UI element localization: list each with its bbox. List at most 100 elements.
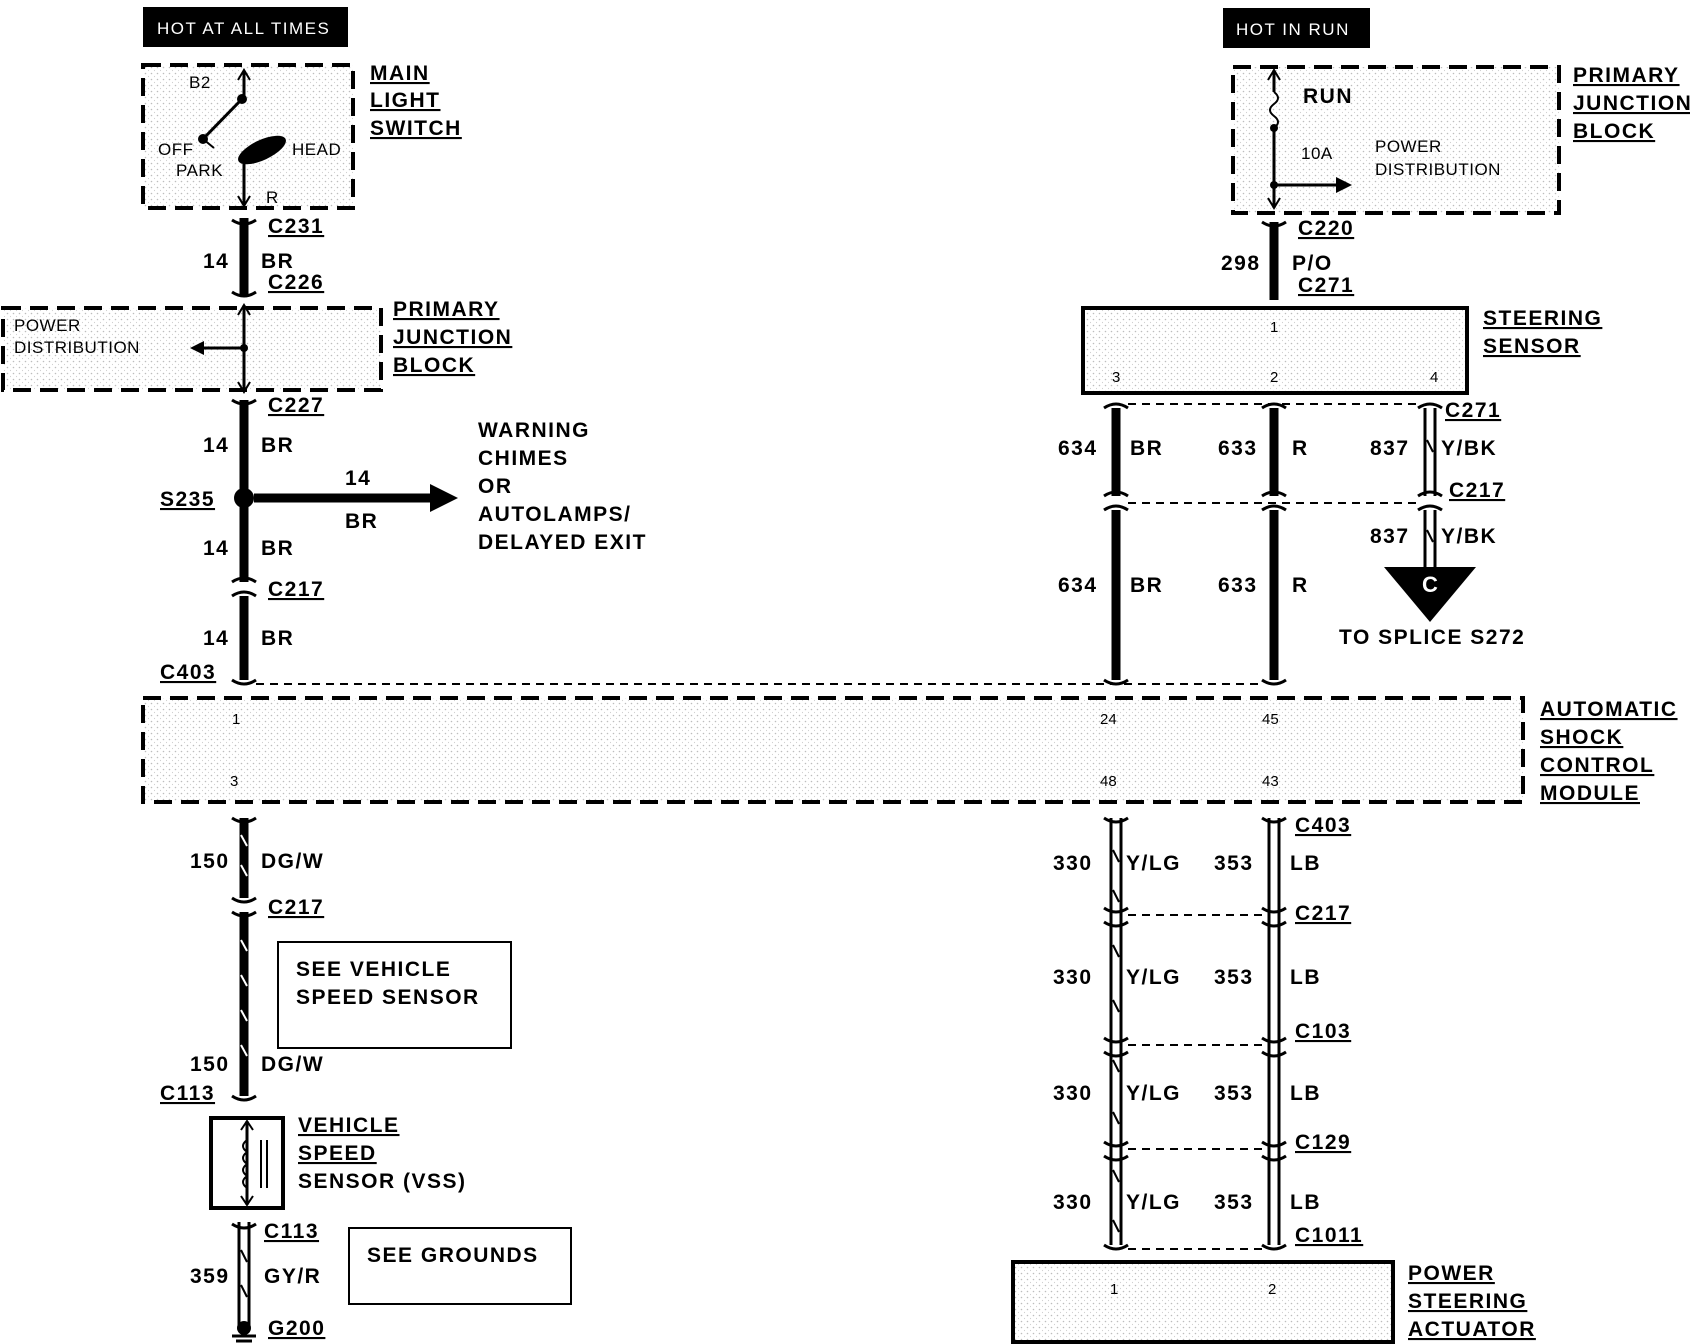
svg-text:POWER: POWER — [1408, 1262, 1495, 1285]
connector-c217-lower: C217 — [1295, 902, 1351, 925]
connector-c113b-mark — [231, 1222, 257, 1230]
connector-c231-mark — [231, 218, 257, 226]
svg-text:2: 2 — [1270, 369, 1278, 386]
connector-c103: C103 — [1295, 1020, 1351, 1043]
wire-330: 330 — [1053, 1082, 1093, 1105]
connector-c-triangle: C — [1384, 567, 1476, 622]
svg-text:DELAYED EXIT: DELAYED EXIT — [478, 531, 647, 554]
svg-text:JUNCTION: JUNCTION — [1573, 92, 1690, 115]
svg-text:2: 2 — [1268, 1281, 1276, 1298]
svg-text:PRIMARY: PRIMARY — [393, 298, 500, 321]
svg-text:HOT IN RUN: HOT IN RUN — [1236, 20, 1350, 39]
connector-c271: C271 — [1298, 274, 1354, 297]
see-grounds-note: SEE GROUNDS — [348, 1227, 572, 1305]
wire-color-gyr: GY/R — [264, 1265, 321, 1288]
svg-text:VEHICLE: VEHICLE — [298, 1114, 400, 1137]
connector-c271b: C271 — [1445, 399, 1501, 422]
svg-text:3: 3 — [1112, 369, 1120, 386]
wire-633: 633 — [1218, 574, 1258, 597]
wire-color-r: R — [1292, 437, 1309, 460]
wire-634: 634 — [1058, 574, 1098, 597]
connector-c226: C226 — [268, 271, 324, 294]
svg-text:OFF: OFF — [158, 140, 194, 159]
wire-353: 353 — [1214, 852, 1254, 875]
svg-text:SEE VEHICLE: SEE VEHICLE — [296, 958, 451, 981]
connector-c227-mark — [231, 398, 257, 406]
svg-text:1: 1 — [1270, 319, 1278, 336]
ground-g200: G200 — [268, 1317, 325, 1340]
wire-color-lb: LB — [1290, 852, 1321, 875]
connector-c403-lower-mark — [231, 816, 257, 824]
main-light-switch-name: MAIN LIGHT SWITCH — [370, 62, 462, 140]
primary-junction-block-left-name: PRIMARY JUNCTION BLOCK — [393, 298, 512, 377]
svg-text:4: 4 — [1430, 369, 1438, 386]
svg-text:24: 24 — [1100, 711, 1117, 728]
svg-text:POWER: POWER — [14, 316, 81, 335]
hot-in-run-header: HOT IN RUN — [1223, 8, 1370, 48]
ground-wire — [237, 1222, 251, 1325]
wire-color-ybk: Y/BK — [1441, 525, 1497, 548]
connector-c226-mark — [231, 290, 257, 298]
automatic-shock-control-module-name: AUTOMATIC SHOCK CONTROL MODULE — [1540, 698, 1678, 805]
svg-text:SPEED: SPEED — [298, 1142, 377, 1165]
connector-c113: C113 — [160, 1082, 215, 1105]
svg-text:SWITCH: SWITCH — [370, 117, 462, 140]
svg-text:DISTRIBUTION: DISTRIBUTION — [1375, 160, 1501, 179]
connector-c217-mark — [231, 576, 257, 598]
wire-837: 837 — [1370, 525, 1410, 548]
vss-signal-wire — [239, 818, 249, 1096]
hot-at-all-times-header: HOT AT ALL TIMES — [143, 7, 348, 47]
wire-color-br: BR — [261, 434, 294, 457]
connector-c217b: C217 — [268, 896, 324, 919]
warning-chimes-destination: WARNING CHIMES OR AUTOLAMPS/ DELAYED EXI… — [478, 419, 647, 554]
wire-330: 330 — [1053, 852, 1093, 875]
svg-text:AUTOLAMPS/: AUTOLAMPS/ — [478, 503, 631, 526]
wire-298-label: 298 — [1221, 252, 1261, 275]
connector-c1011: C1011 — [1295, 1224, 1363, 1247]
wire-color-br: BR — [261, 627, 294, 650]
svg-text:CONTROL: CONTROL — [1540, 754, 1654, 777]
wire-14: 14 — [203, 537, 229, 560]
svg-text:DISTRIBUTION: DISTRIBUTION — [14, 338, 140, 357]
svg-text:SENSOR (VSS): SENSOR (VSS) — [298, 1170, 467, 1193]
svg-text:HEAD: HEAD — [292, 140, 341, 159]
svg-text:R: R — [266, 188, 279, 207]
wire-14: 14 — [203, 250, 229, 273]
svg-text:OR: OR — [478, 475, 513, 498]
wire-color-ybk: Y/BK — [1441, 437, 1497, 460]
svg-text:STEERING: STEERING — [1483, 307, 1602, 330]
wire-14: 14 — [203, 434, 229, 457]
connector-c217-right: C217 — [1449, 479, 1505, 502]
svg-text:B2: B2 — [189, 73, 211, 92]
primary-junction-block-left: POWER DISTRIBUTION — [1, 303, 383, 394]
wire-color-lb: LB — [1290, 1082, 1321, 1105]
see-vehicle-speed-sensor-note: SEE VEHICLE SPEED SENSOR — [277, 941, 512, 1049]
svg-text:LIGHT: LIGHT — [370, 89, 441, 112]
svg-text:43: 43 — [1262, 773, 1279, 790]
wire-330: 330 — [1053, 1191, 1093, 1214]
svg-text:RUN: RUN — [1303, 85, 1353, 108]
wire-14: 14 — [203, 627, 229, 650]
svg-text:AUTOMATIC: AUTOMATIC — [1540, 698, 1678, 721]
wire-150: 150 — [190, 850, 230, 873]
wire-color-dgw: DG/W — [261, 1053, 324, 1076]
connector-c113-mark — [231, 1094, 257, 1102]
connector-c220: C220 — [1298, 217, 1354, 240]
wire-837-run — [1417, 402, 1443, 570]
connector-c403-mark — [231, 678, 257, 686]
wires-634-633 — [1103, 402, 1420, 686]
connector-c227: C227 — [268, 394, 324, 417]
wire-color-br: BR — [1130, 574, 1163, 597]
connector-c113b: C113 — [264, 1220, 319, 1243]
connector-c217b-mark — [231, 896, 257, 918]
svg-text:JUNCTION: JUNCTION — [393, 326, 512, 349]
connector-c220-mark — [1261, 220, 1287, 228]
svg-text:1: 1 — [1110, 1281, 1118, 1298]
svg-text:PARK: PARK — [176, 161, 223, 180]
wire-color-dgw: DG/W — [261, 850, 324, 873]
svg-text:SENSOR: SENSOR — [1483, 335, 1581, 358]
primary-junction-block-right-name: PRIMARY JUNCTION BLOCK — [1573, 64, 1690, 143]
svg-text:MAIN: MAIN — [370, 62, 430, 85]
steering-sensor-name: STEERING SENSOR — [1483, 307, 1602, 358]
splice-s235-dot — [234, 488, 254, 508]
